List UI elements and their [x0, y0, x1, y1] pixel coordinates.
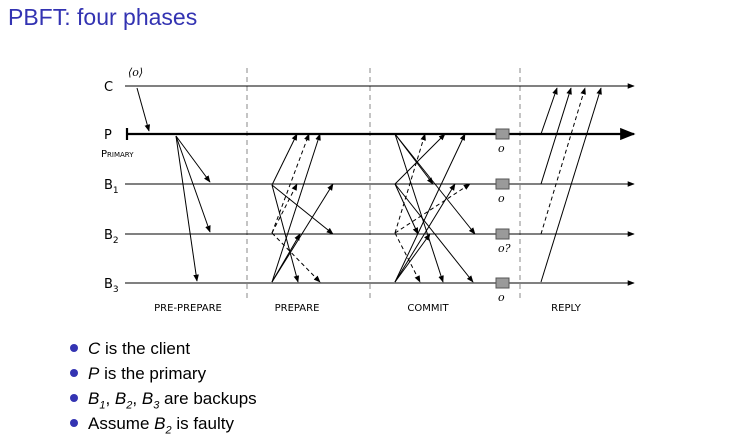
bullet-item-2: P is the primary [70, 361, 257, 386]
bullet-text: P [88, 364, 100, 383]
bullet-text: B [114, 389, 127, 408]
execute-box-p [495, 128, 510, 140]
reply-arrow-p [540, 87, 558, 135]
commit-arrow-b3-b1 [394, 183, 456, 283]
primary-sublabel: Primary [101, 149, 134, 160]
bullet-text: Assume [88, 414, 155, 433]
prepare-arrow-b3-2 [271, 233, 301, 283]
node-label-subscript: 1 [113, 186, 119, 196]
phase-label-commit: COMMIT [407, 303, 449, 314]
execute-label-p: o [498, 142, 505, 155]
commit-arrow-p-b3 [394, 133, 444, 283]
commit-arrow-b2-b1 [394, 183, 471, 234]
execute-box-b2 [495, 228, 510, 240]
bullet-text: C [88, 339, 101, 358]
phase-label-pre-prepare: PRE-PREPARE [154, 303, 222, 314]
request-arrow [136, 87, 151, 132]
prepare-arrow-b3-1 [271, 183, 334, 283]
node-label-c: C [104, 80, 113, 95]
commit-arrow-b3-b2 [394, 233, 431, 283]
bullet-dot [70, 419, 78, 427]
node-label-p: P [104, 128, 112, 143]
commit-arrow-b2-p [394, 133, 426, 234]
execute-box-b1 [495, 178, 510, 190]
commit-arrow-b1-b3 [394, 183, 474, 283]
bullet-text: is the client [100, 339, 191, 358]
prepare-arrow-b2-2 [271, 232, 321, 283]
execute-label-b1: o [498, 192, 505, 205]
node-label-b3: B3 [104, 277, 119, 295]
node-label-subscript: 2 [113, 236, 119, 246]
execute-label-b3: o [498, 291, 505, 304]
bullet-dot [70, 344, 78, 352]
bullet-dot [70, 394, 78, 402]
node-label-b1: B1 [104, 178, 119, 196]
prepare-arrow-b3-0 [271, 133, 321, 283]
bullet-text: B [154, 414, 166, 433]
bullet-text: 3 [153, 399, 160, 412]
prepare-arrow-b2-1 [271, 183, 298, 234]
phase-label-prepare: PREPARE [275, 303, 320, 314]
bullet-text: 2 [126, 399, 133, 412]
bullet-text: B [141, 389, 154, 408]
bullet-item-3: B1, B2, B3 are backups [70, 386, 257, 411]
prepare-arrow-b1-2 [271, 184, 300, 283]
slide-title: PBFT: four phases [8, 4, 198, 30]
reply-arrow-b3 [540, 87, 602, 283]
prepare-arrow-b1-1 [271, 184, 334, 235]
reply-arrow-b1 [540, 87, 572, 185]
bullet-text: are backups [159, 389, 257, 408]
commit-arrow-b3-p [394, 133, 466, 283]
bullet-text: B [88, 389, 100, 408]
execute-label-b2: o? [498, 242, 511, 255]
prepare-arrow-b2-0 [271, 133, 310, 234]
node-label-b2: B2 [104, 228, 119, 246]
pre-prepare-arrow-b2 [175, 135, 211, 233]
bullet-text: 1 [99, 399, 106, 412]
commit-arrow-p-b2 [394, 133, 476, 235]
node-label-subscript: 3 [113, 285, 119, 295]
bullet-text: , [132, 389, 142, 408]
commit-arrow-b1-b2 [394, 183, 419, 235]
phase-label-reply: REPLY [551, 303, 582, 314]
bullet-item-4: Assume B2 is faulty [70, 411, 257, 436]
pre-prepare-arrow-b3 [175, 135, 199, 282]
bullet-text: , [105, 389, 115, 408]
bullet-text: is the primary [99, 364, 207, 383]
prepare-arrow-b1-0 [271, 133, 298, 186]
request-label: ⟨o⟩ [128, 66, 143, 79]
execute-box-b3 [495, 277, 510, 289]
commit-arrow-b2-b3 [394, 232, 421, 283]
pre-prepare-arrow-b1 [175, 135, 211, 183]
bullet-text: 2 [165, 424, 172, 437]
commit-arrow-b1-p [394, 133, 446, 185]
reply-arrow-b2 [540, 87, 586, 235]
bullet-item-1: C is the client [70, 336, 257, 361]
bullet-text: is faulty [171, 414, 234, 433]
bullet-dot [70, 369, 78, 377]
